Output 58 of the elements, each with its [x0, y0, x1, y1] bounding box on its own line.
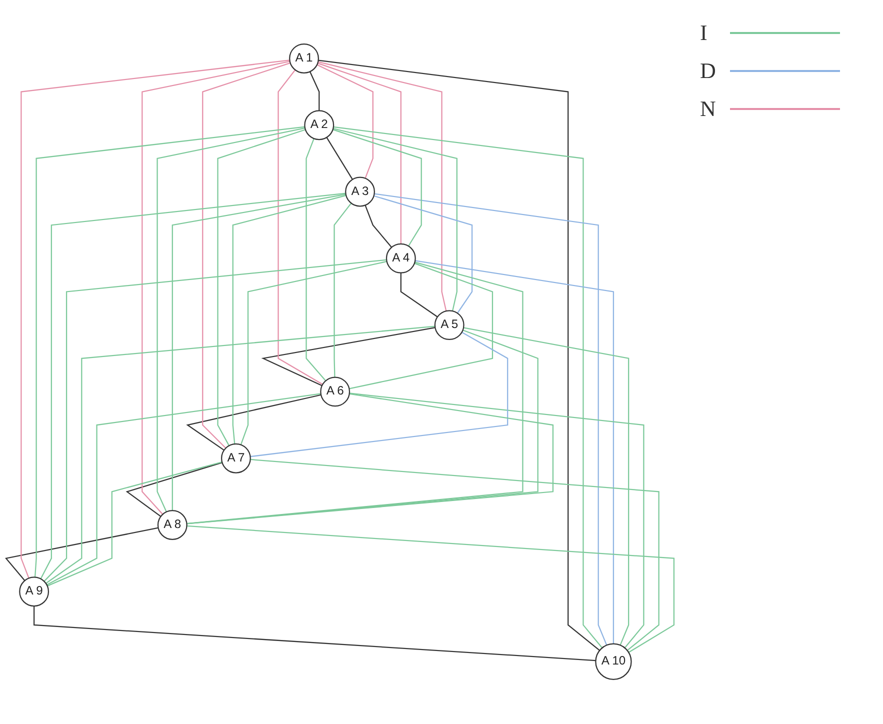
node-circle: A 5: [434, 310, 464, 340]
connector: [20, 60, 290, 579]
connector: [250, 332, 508, 458]
connector: [186, 330, 538, 525]
connector: [156, 128, 306, 512]
connector: [46, 326, 436, 584]
connector: [172, 194, 346, 511]
node-circle: A 10: [595, 644, 632, 680]
connector: [186, 394, 554, 525]
node-circle: A 8: [157, 510, 188, 540]
connector: [240, 261, 387, 446]
legend-label: I: [700, 20, 708, 46]
connector: [309, 72, 320, 111]
connector: [33, 606, 596, 662]
connector: [364, 205, 392, 248]
connector: [316, 64, 374, 179]
connector: [463, 327, 630, 646]
connector: [400, 273, 438, 318]
connector: [317, 62, 402, 244]
connector: [374, 196, 473, 314]
node-circle: A 6: [320, 376, 350, 407]
connector: [318, 60, 600, 652]
legend-label: N: [700, 96, 717, 122]
connector: [186, 262, 524, 524]
node-circle: A 3: [345, 177, 376, 208]
connector: [261, 327, 436, 386]
connector: [186, 394, 322, 451]
node-circle: A 2: [304, 110, 334, 140]
connector: [306, 138, 326, 382]
connector: [374, 193, 608, 646]
connector: [349, 392, 644, 649]
connector: [250, 459, 660, 652]
connector: [202, 62, 290, 449]
connector: [186, 526, 675, 654]
connector: [47, 462, 222, 587]
connector: [334, 203, 352, 378]
connector: [333, 128, 458, 312]
node-circle: A 7: [220, 444, 251, 474]
connector: [142, 61, 290, 515]
connector: [40, 193, 346, 580]
connector: [5, 528, 158, 582]
connector: [332, 129, 422, 247]
connector: [278, 70, 323, 386]
node-circle: A 1: [289, 44, 319, 74]
node-circle: A 4: [386, 244, 416, 274]
connector: [349, 263, 494, 390]
node-circle: A 9: [19, 576, 50, 607]
connector: [126, 462, 222, 518]
connector: [46, 393, 321, 586]
connector: [326, 137, 353, 180]
connector: [318, 62, 447, 312]
connector: [217, 129, 306, 446]
connector: [333, 126, 603, 649]
connector: [44, 260, 387, 582]
connector: [415, 260, 614, 644]
connector: [232, 195, 346, 444]
legend-label: D: [700, 58, 717, 84]
connector: [34, 126, 305, 578]
